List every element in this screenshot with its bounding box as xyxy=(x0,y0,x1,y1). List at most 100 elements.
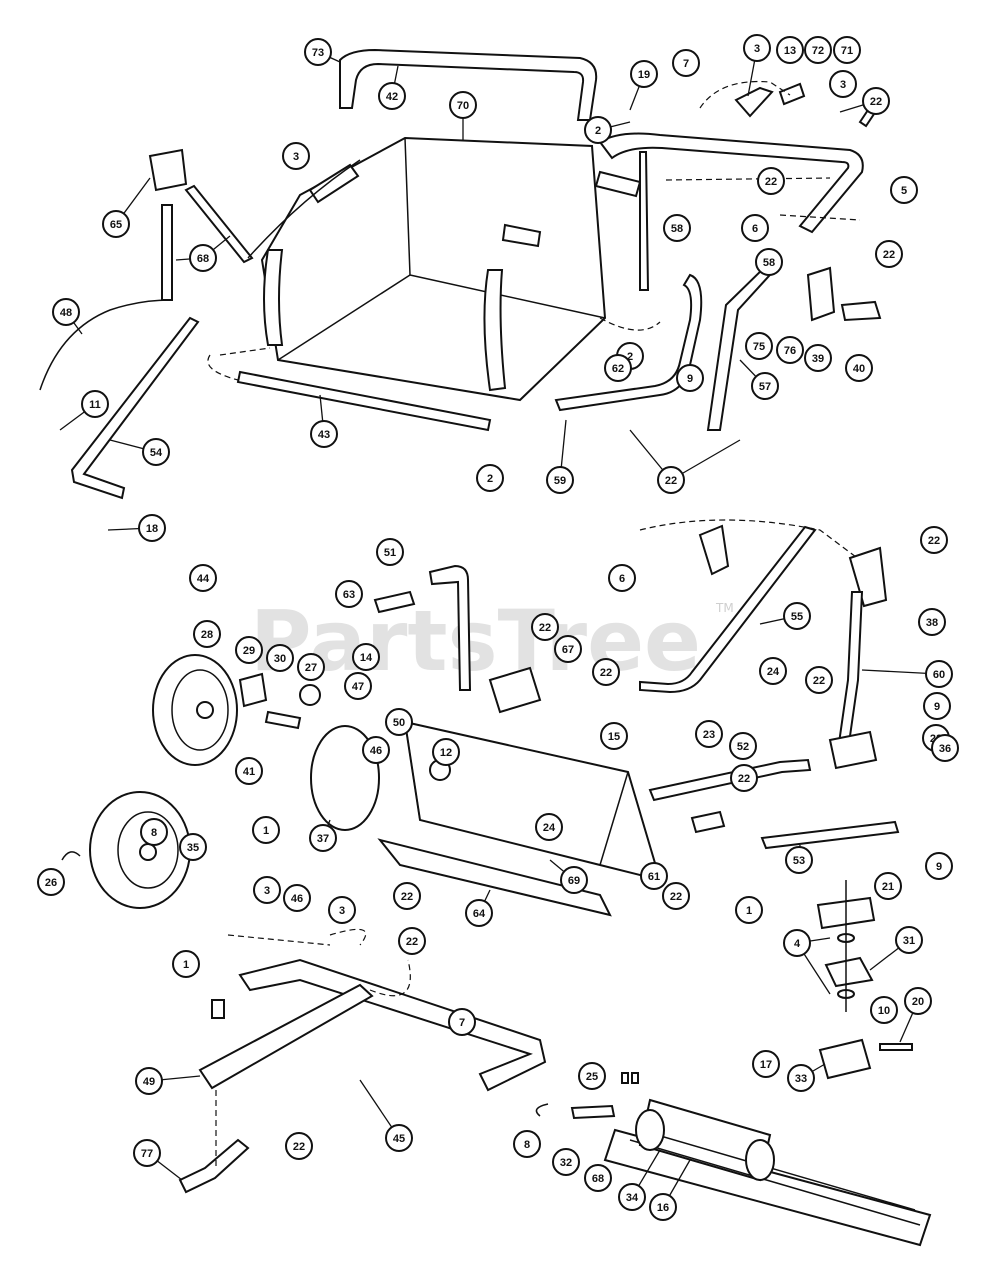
callout-circle xyxy=(189,244,217,272)
callout-c22l: 22 xyxy=(662,882,690,910)
callout-c2c: 2 xyxy=(476,464,504,492)
callout-label: 18 xyxy=(146,523,158,535)
callout-label: 64 xyxy=(473,908,486,920)
callout-label: 2 xyxy=(487,473,493,485)
callout-c7a: 7 xyxy=(672,49,700,77)
callout-label: 63 xyxy=(343,589,355,601)
callout-circle xyxy=(252,816,280,844)
callout-circle xyxy=(385,1124,413,1152)
callout-circle xyxy=(925,660,953,688)
callout-circle xyxy=(285,1132,313,1160)
callout-label: 34 xyxy=(626,1192,639,1204)
callout-circle xyxy=(376,538,404,566)
callout-circle xyxy=(142,438,170,466)
callout-circle xyxy=(352,643,380,671)
callout-circle xyxy=(745,332,773,360)
callout-circle xyxy=(465,899,493,927)
callout-label: 6 xyxy=(619,573,625,585)
callout-label: 22 xyxy=(539,622,551,634)
callout-label: 58 xyxy=(671,223,683,235)
support-frame xyxy=(238,958,547,1092)
callout-label: 59 xyxy=(554,475,566,487)
callout-label: 22 xyxy=(870,96,882,108)
callout-circle xyxy=(787,1064,815,1092)
callout-label: 46 xyxy=(291,893,303,905)
callout-circle xyxy=(235,636,263,664)
callout-circle xyxy=(304,38,332,66)
sweeper-housing-assembly xyxy=(61,519,900,1012)
callout-c26: 26 xyxy=(37,868,65,896)
callout-label: 37 xyxy=(317,833,329,845)
callout-circle xyxy=(328,896,356,924)
end-plate xyxy=(310,725,380,831)
callout-label: 46 xyxy=(370,745,382,757)
callout-label: 5 xyxy=(901,185,907,197)
callout-label: 22 xyxy=(670,891,682,903)
callout-circle xyxy=(37,868,65,896)
callout-circle xyxy=(253,876,281,904)
base-rail xyxy=(377,838,612,917)
callout-c37: 37 xyxy=(309,824,337,852)
callout-c22k: 22 xyxy=(393,882,421,910)
callout-c38: 38 xyxy=(918,608,946,636)
callout-c22b: 22 xyxy=(757,167,785,195)
callout-c7b: 7 xyxy=(448,1008,476,1036)
callout-c52: 52 xyxy=(729,732,757,760)
callout-label: 3 xyxy=(264,885,270,897)
hopper-assembly xyxy=(39,48,882,500)
callout-circle xyxy=(783,929,811,957)
callout-c49: 49 xyxy=(135,1067,163,1095)
callout-circle xyxy=(608,564,636,592)
callout-label: 3 xyxy=(339,905,345,917)
callout-circle xyxy=(398,927,426,955)
callout-circle xyxy=(140,818,168,846)
callout-circle xyxy=(282,142,310,170)
callout-c14: 14 xyxy=(352,643,380,671)
callout-c2a: 2 xyxy=(584,116,612,144)
callout-label: 11 xyxy=(89,399,101,411)
callout-circle xyxy=(476,464,504,492)
callout-label: 22 xyxy=(600,667,612,679)
watermark-brand: PartsTree xyxy=(250,592,701,690)
callout-circle xyxy=(695,720,723,748)
callout-c43: 43 xyxy=(310,420,338,448)
callout-c22m: 22 xyxy=(398,927,426,955)
callout-circle xyxy=(378,82,406,110)
callout-circle xyxy=(133,1139,161,1167)
callout-circle xyxy=(235,757,263,785)
callout-label: 29 xyxy=(243,645,255,657)
callout-label: 42 xyxy=(386,91,398,103)
callout-c58b: 58 xyxy=(755,248,783,276)
callout-c1a: 1 xyxy=(252,816,280,844)
front-wheel xyxy=(89,791,191,909)
callout-circle xyxy=(776,36,804,64)
callout-circle xyxy=(862,87,890,115)
callout-label: 40 xyxy=(853,363,865,375)
callout-circle xyxy=(870,996,898,1024)
callout-c65: 65 xyxy=(102,210,130,238)
callout-label: 17 xyxy=(760,1059,772,1071)
callout-circle xyxy=(297,653,325,681)
callout-c6b: 6 xyxy=(608,564,636,592)
callout-circle xyxy=(432,738,460,766)
callout-circle xyxy=(584,1164,612,1192)
callout-label: 39 xyxy=(812,353,824,365)
right-frame-tube xyxy=(598,132,864,234)
callout-label: 8 xyxy=(524,1139,530,1151)
callout-circle xyxy=(759,657,787,685)
callout-label: 6 xyxy=(752,223,758,235)
adjust-handle xyxy=(428,564,472,691)
callout-label: 15 xyxy=(608,731,620,743)
callout-c44: 44 xyxy=(189,564,217,592)
callout-label: 12 xyxy=(440,747,452,759)
callout-label: 22 xyxy=(765,176,777,188)
callout-c72: 72 xyxy=(804,36,832,64)
callout-circle xyxy=(362,736,390,764)
callout-circle xyxy=(102,210,130,238)
callout-label: 7 xyxy=(459,1017,465,1029)
callout-c75: 75 xyxy=(745,332,773,360)
callout-circle xyxy=(663,214,691,242)
callout-circle xyxy=(676,364,704,392)
callout-circle xyxy=(449,91,477,119)
callout-c24a: 24 xyxy=(759,657,787,685)
